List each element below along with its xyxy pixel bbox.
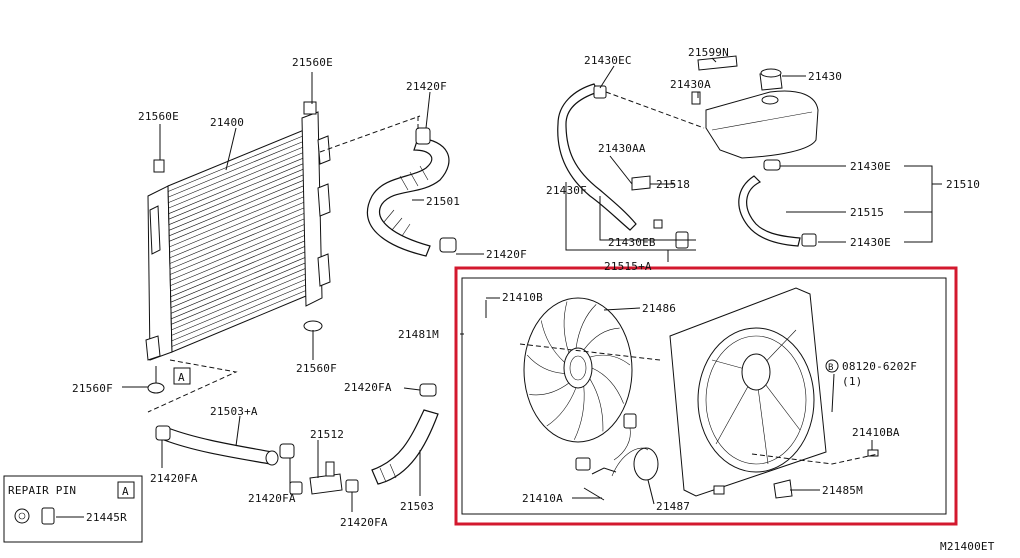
repair-pin-box <box>3 475 143 543</box>
radiator-21400[interactable] <box>145 101 331 394</box>
label-21486: 21486 <box>642 302 676 315</box>
upper-hose-21501[interactable] <box>366 127 457 257</box>
lower-hose-21503a[interactable] <box>155 425 279 466</box>
label-21430e-bottom: 21430E <box>850 236 891 249</box>
fan-shroud-21481m[interactable] <box>669 287 879 499</box>
label-21430aa: 21430AA <box>598 142 646 155</box>
label-21430e-top: 21430E <box>850 160 891 173</box>
label-21430eb: 21430EB <box>608 236 656 249</box>
label-21503: 21503 <box>400 500 434 513</box>
hose-21503[interactable] <box>371 383 439 485</box>
bolt-marker-circle <box>825 359 839 373</box>
label-21430f: 21430F <box>546 184 587 197</box>
label-21560e-left: 21560E <box>138 110 179 123</box>
motor-fan-group-box <box>461 277 947 515</box>
label-21510: 21510 <box>946 178 980 191</box>
upper-hose-leaders <box>319 91 484 255</box>
radiator-leaders <box>122 72 314 413</box>
label-21420fa-left: 21420FA <box>150 472 198 485</box>
lower-hose-leaders <box>161 415 241 468</box>
label-21512: 21512 <box>310 428 344 441</box>
marker-a-box <box>173 367 191 385</box>
label-21518: 21518 <box>656 178 690 191</box>
label-21485m: 21485M <box>822 484 863 497</box>
label-08120-qty: (1) <box>842 375 862 388</box>
marker-a: A <box>178 371 185 384</box>
label-21481m: 21481M <box>398 328 439 341</box>
motor-21487[interactable] <box>575 413 659 501</box>
repair-pin-title: REPAIR PIN <box>8 484 76 497</box>
label-21410a: 21410A <box>522 492 563 505</box>
reservoir-hose-21515[interactable] <box>738 159 817 247</box>
motor-fan-highlight <box>454 266 958 526</box>
label-21410ba: 21410BA <box>852 426 900 439</box>
connector-21512[interactable] <box>279 443 359 495</box>
label-21430ec: 21430EC <box>584 54 632 67</box>
repair-pin-marker: A <box>122 485 129 498</box>
fan-blade-21486[interactable] <box>523 297 633 443</box>
label-21515: 21515 <box>850 206 884 219</box>
label-21560f-right: 21560F <box>296 362 337 375</box>
reservoir-tank-21430[interactable] <box>691 55 819 159</box>
label-21487: 21487 <box>656 500 690 513</box>
labels: 21560E 21560E 21400 21420F 21501 21420F … <box>8 46 995 553</box>
fan-leaders <box>460 297 879 505</box>
label-21420fa-right: 21420FA <box>344 381 392 394</box>
label-21515a: 21515+A <box>604 260 652 273</box>
label-21430: 21430 <box>808 70 842 83</box>
label-21501: 21501 <box>426 195 460 208</box>
label-21420f-top: 21420F <box>406 80 447 93</box>
label-21410b: 21410B <box>502 291 543 304</box>
label-21420f-mid: 21420F <box>486 248 527 261</box>
reservoir-leaders <box>565 57 942 262</box>
label-21420fa-mid: 21420FA <box>248 492 296 505</box>
lower-leaders <box>289 387 421 512</box>
label-21430a: 21430A <box>670 78 711 91</box>
label-21560e-top: 21560E <box>292 56 333 69</box>
label-21503a: 21503+A <box>210 405 258 418</box>
label-08120: 08120-6202F <box>842 360 917 373</box>
label-21560f-left: 21560F <box>72 382 113 395</box>
bolt-marker: B <box>828 363 834 373</box>
bracket-21518[interactable] <box>631 175 651 191</box>
label-21445r: 21445R <box>86 511 127 524</box>
label-21400: 21400 <box>210 116 244 129</box>
label-21420fa-bottom: 21420FA <box>340 516 388 529</box>
diagram-id: M21400ET <box>940 540 995 553</box>
label-21599n: 21599N <box>688 46 729 59</box>
reservoir-hose-21430f[interactable] <box>557 83 689 249</box>
